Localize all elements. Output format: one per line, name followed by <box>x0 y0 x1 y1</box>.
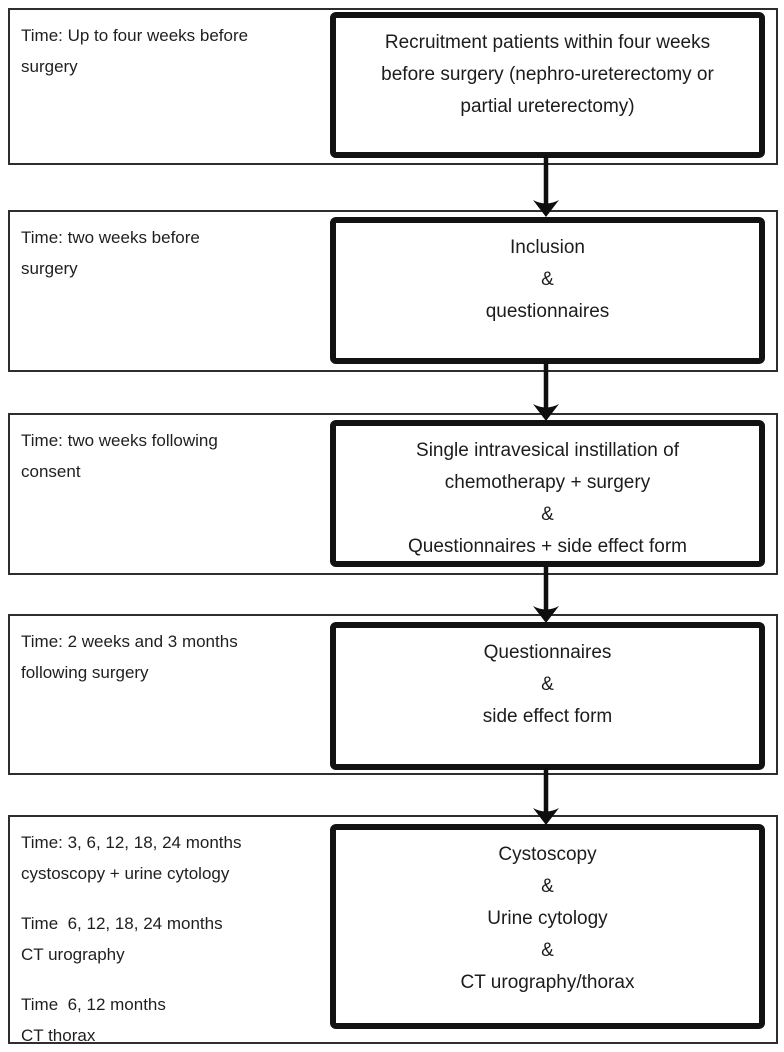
time-label-line: Time 6, 12, 18, 24 months <box>21 914 223 933</box>
box-text-line: before surgery (nephro-ureterectomy or <box>381 64 714 85</box>
time-label-line: consent <box>21 462 81 481</box>
time-label-line: Time: Up to four weeks before <box>21 26 249 45</box>
box-recruitment: Recruitment patients within four weeks b… <box>330 12 765 158</box>
time-label-instillation: Time: two weeks following consent <box>10 415 330 487</box>
time-label-recruitment: Time: Up to four weeks before surgery <box>10 10 330 82</box>
time-label-line: CT thorax <box>21 1026 96 1045</box>
time-label-followup: Time: 3, 6, 12, 18, 24 months cystoscopy… <box>10 817 330 1051</box>
box-text-line: Recruitment patients within four weeks <box>384 32 711 53</box>
box-text-line: Cystoscopy <box>498 844 597 865</box>
time-paragraph: Time: two weeks before surgery <box>21 222 318 284</box>
box-text-line: Questionnaires + side effect form <box>408 536 687 557</box>
time-paragraph: Time: Up to four weeks before surgery <box>21 20 318 82</box>
time-label-line: Time: two weeks following <box>21 431 218 450</box>
down-arrow-icon <box>533 361 559 421</box>
down-arrow-icon <box>533 155 559 217</box>
time-paragraph: Time: 3, 6, 12, 18, 24 months cystoscopy… <box>21 827 318 889</box>
box-text-line: partial ureterectomy) <box>460 96 635 117</box>
time-paragraph: Time: 2 weeks and 3 months following sur… <box>21 626 318 688</box>
time-label-questionnaires: Time: 2 weeks and 3 months following sur… <box>10 616 330 688</box>
time-paragraph: Time 6, 12, 18, 24 months CT urography <box>21 908 318 970</box>
time-label-inclusion: Time: two weeks before surgery <box>10 212 330 284</box>
box-text-line: & <box>541 504 554 525</box>
box-inclusion: Inclusion & questionnaires <box>330 217 765 364</box>
box-text-line: Questionnaires <box>483 642 612 663</box>
box-text-line: chemotherapy + surgery <box>444 472 651 493</box>
box-text-line: & <box>541 674 554 695</box>
box-text-line: Inclusion <box>510 237 585 258</box>
time-label-line: CT urography <box>21 945 125 964</box>
box-text-line: questionnaires <box>485 301 610 322</box>
time-label-line: Time: 2 weeks and 3 months <box>21 632 238 651</box>
time-label-line: surgery <box>21 57 78 76</box>
time-paragraph: Time: two weeks following consent <box>21 425 318 487</box>
time-label-line: Time 6, 12 months <box>21 995 166 1014</box>
box-text-line: Single intravesical instillation of <box>416 440 679 461</box>
box-instillation: Single intravesical instillation of chem… <box>330 420 765 567</box>
time-paragraph: Time 6, 12 months CT thorax <box>21 989 318 1051</box>
time-label-line: surgery <box>21 259 78 278</box>
box-text-line: & <box>541 269 554 290</box>
box-text-line: & <box>541 876 554 897</box>
time-label-line: Time: 3, 6, 12, 18, 24 months <box>21 833 242 852</box>
box-questionnaires: Questionnaires & side effect form <box>330 622 765 770</box>
box-text-line: side effect form <box>482 706 613 727</box>
time-label-line: Time: two weeks before <box>21 228 200 247</box>
box-text-line: CT urography/thorax <box>460 972 635 993</box>
down-arrow-icon <box>533 565 559 623</box>
time-label-line: cystoscopy + urine cytology <box>21 864 230 883</box>
box-text-line: Urine cytology <box>487 908 608 929</box>
box-followup: Cystoscopy & Urine cytology & CT urograp… <box>330 824 765 1029</box>
box-text-line: & <box>541 940 554 961</box>
time-label-line: following surgery <box>21 663 149 682</box>
down-arrow-icon <box>533 768 559 825</box>
